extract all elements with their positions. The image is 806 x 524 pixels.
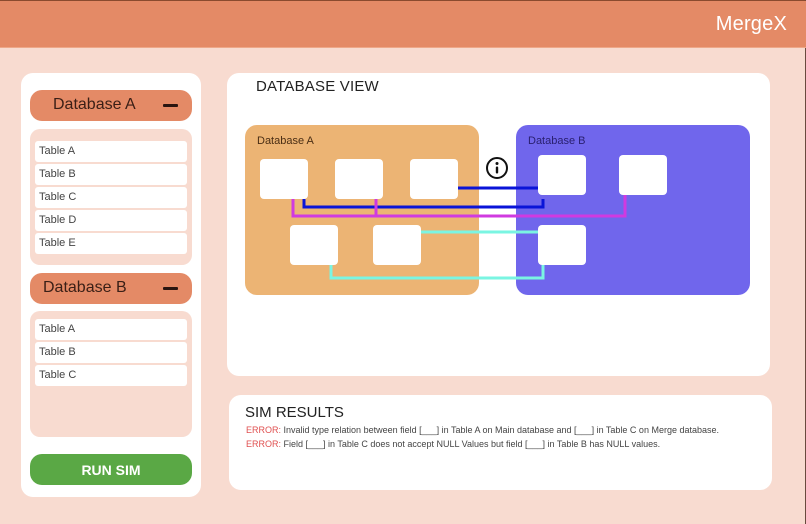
minus-icon[interactable]: [163, 287, 178, 290]
sidebar-table-item[interactable]: Table E: [35, 233, 187, 254]
sidebar-table-item[interactable]: Table D: [35, 210, 187, 231]
db-a-table-node-1[interactable]: [260, 159, 308, 199]
database-a-header[interactable]: Database A: [30, 90, 192, 121]
database-b-box: Database B: [516, 125, 750, 295]
minus-icon[interactable]: [163, 104, 178, 107]
sidebar-table-item[interactable]: Table A: [35, 141, 187, 162]
app-title: MergeX: [715, 13, 787, 35]
info-icon[interactable]: [485, 156, 509, 180]
db-a-table-node-3[interactable]: [410, 159, 458, 199]
sidebar-table-item[interactable]: Table B: [35, 342, 187, 363]
sidebar-table-item[interactable]: Table C: [35, 365, 187, 386]
database-a-box-label: Database A: [257, 135, 314, 147]
error-label: ERROR:: [246, 425, 282, 435]
db-b-table-node-2[interactable]: [619, 155, 667, 195]
sim-results-title: SIM RESULTS: [245, 404, 344, 421]
run-sim-button[interactable]: RUN SIM: [30, 454, 192, 485]
database-b-header[interactable]: Database B: [30, 273, 192, 304]
sidebar-table-item[interactable]: Table B: [35, 164, 187, 185]
database-b-label: Database B: [43, 279, 127, 296]
database-b-table-list: Table A Table B Table C: [30, 311, 192, 437]
error-message: Field [___] in Table C does not accept N…: [281, 439, 661, 449]
database-view-title: DATABASE VIEW: [256, 78, 379, 95]
db-a-table-node-5[interactable]: [373, 225, 421, 265]
sidebar-table-item[interactable]: Table C: [35, 187, 187, 208]
db-b-table-node-3[interactable]: [538, 225, 586, 265]
top-bar: MergeX: [0, 1, 806, 48]
database-a-box: Database A: [245, 125, 479, 295]
database-a-table-list: Table A Table B Table C Table D Table E: [30, 129, 192, 265]
sim-results-panel: SIM RESULTS ERROR: Invalid type relation…: [229, 395, 772, 490]
database-b-box-label: Database B: [528, 135, 586, 147]
sidebar: Database A Table A Table B Table C Table…: [21, 73, 201, 497]
database-view-panel: DATABASE VIEW Database A Database B: [227, 73, 770, 376]
db-a-table-node-2[interactable]: [335, 159, 383, 199]
error-label: ERROR:: [246, 439, 282, 449]
result-line: ERROR: Invalid type relation between fie…: [246, 425, 719, 435]
sidebar-table-item[interactable]: Table A: [35, 319, 187, 340]
database-a-label: Database A: [53, 96, 136, 113]
error-message: Invalid type relation between field [___…: [281, 425, 719, 435]
result-line: ERROR: Field [___] in Table C does not a…: [246, 439, 660, 449]
db-a-table-node-4[interactable]: [290, 225, 338, 265]
db-b-table-node-1[interactable]: [538, 155, 586, 195]
